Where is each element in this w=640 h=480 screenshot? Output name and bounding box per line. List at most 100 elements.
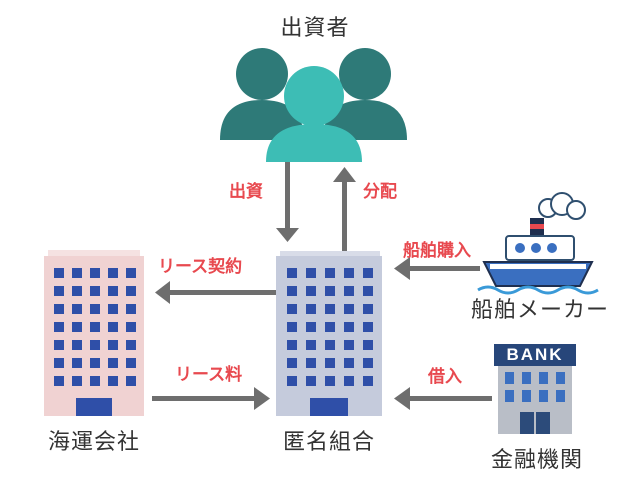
building-window: [363, 358, 373, 368]
building-window: [363, 304, 373, 314]
building-window: [126, 322, 136, 332]
building-window: [126, 268, 136, 278]
shipping-company-building: [44, 250, 144, 416]
building-window: [72, 358, 82, 368]
building-window: [325, 340, 335, 350]
investment-arrow: [276, 162, 299, 242]
building-window: [90, 322, 100, 332]
building-window: [325, 322, 335, 332]
ship-icon: [477, 192, 599, 295]
building-window: [325, 286, 335, 296]
building-window: [287, 304, 297, 314]
building-window: [344, 304, 354, 314]
building-window: [54, 304, 64, 314]
ship-purchase-label: 船舶購入: [403, 241, 471, 261]
building-window: [287, 358, 297, 368]
building-window: [344, 376, 354, 386]
building-window: [363, 376, 373, 386]
borrowing-arrow: [394, 387, 492, 410]
building-window: [306, 322, 316, 332]
anonymous-partnership-label: 匿名組合: [282, 430, 375, 455]
building-window: [54, 358, 64, 368]
building-window: [126, 376, 136, 386]
building-window: [108, 322, 118, 332]
investors-icon: [220, 48, 407, 162]
building-window: [306, 340, 316, 350]
building-window: [90, 286, 100, 296]
building-window: [363, 286, 373, 296]
building-window: [90, 358, 100, 368]
building-window: [344, 268, 354, 278]
building-window: [126, 358, 136, 368]
building-window: [344, 340, 354, 350]
bank-sign-text: BANK: [506, 345, 564, 364]
building-window: [108, 358, 118, 368]
building-window: [126, 286, 136, 296]
financial-institution-label: 金融機関: [490, 448, 583, 473]
anonymous-partnership-building: [276, 251, 382, 416]
building-window: [126, 340, 136, 350]
building-window: [90, 304, 100, 314]
lease-contract-label: リース契約: [158, 257, 243, 277]
building-window: [72, 376, 82, 386]
building-window: [344, 358, 354, 368]
building-window: [108, 340, 118, 350]
building-window: [72, 286, 82, 296]
bank-window: [539, 390, 548, 402]
bank-icon: [494, 344, 576, 434]
investment-label: 出資: [229, 182, 263, 202]
building-window: [306, 286, 316, 296]
bank-window: [522, 390, 531, 402]
building-window: [306, 376, 316, 386]
building-window: [72, 304, 82, 314]
bank-window: [556, 390, 565, 402]
building-window: [363, 340, 373, 350]
building-window: [325, 268, 335, 278]
investors-label: 出資者: [280, 16, 350, 41]
building-window: [287, 340, 297, 350]
bank-window: [556, 372, 565, 384]
building-window: [287, 286, 297, 296]
building-window: [108, 286, 118, 296]
building-window: [54, 322, 64, 332]
building-window: [306, 304, 316, 314]
bank-window: [505, 390, 514, 402]
building-window: [126, 304, 136, 314]
building-window: [90, 376, 100, 386]
building-window: [72, 322, 82, 332]
building-window: [325, 376, 335, 386]
bank-window: [539, 372, 548, 384]
building-window: [344, 322, 354, 332]
building-window: [344, 286, 354, 296]
distribution-arrow: [333, 167, 356, 252]
building-window: [287, 376, 297, 386]
building-window: [54, 286, 64, 296]
building-window: [54, 268, 64, 278]
building-window: [54, 340, 64, 350]
building-window: [72, 340, 82, 350]
building-window: [306, 268, 316, 278]
building-window: [108, 268, 118, 278]
lease-fee-label: リース料: [175, 365, 243, 385]
building-window: [306, 358, 316, 368]
shipping-company-label: 海運会社: [47, 430, 140, 455]
building-window: [287, 268, 297, 278]
bank-window: [522, 372, 531, 384]
building-window: [287, 322, 297, 332]
lease-fee-arrow: [152, 387, 270, 410]
building-window: [54, 376, 64, 386]
building-window: [108, 376, 118, 386]
building-window: [363, 268, 373, 278]
building-window: [108, 304, 118, 314]
building-window: [72, 268, 82, 278]
building-window: [90, 268, 100, 278]
distribution-label: 分配: [363, 182, 397, 202]
shipbuilder-label: 船舶メーカー: [470, 298, 609, 323]
ship-purchase-arrow: [394, 257, 480, 280]
building-window: [90, 340, 100, 350]
building-window: [363, 322, 373, 332]
building-window: [325, 304, 335, 314]
lease-contract-arrow: [155, 281, 276, 304]
building-window: [325, 358, 335, 368]
